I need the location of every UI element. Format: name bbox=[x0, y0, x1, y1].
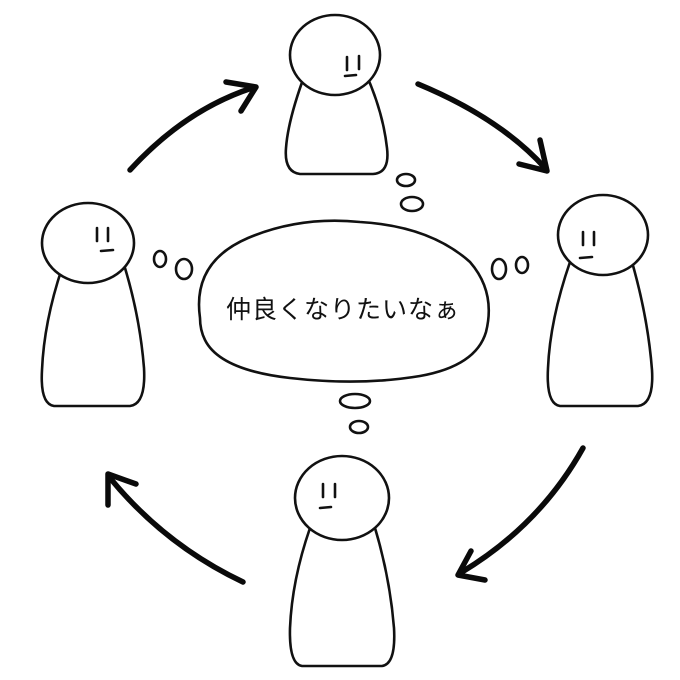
figure-top bbox=[284, 13, 389, 176]
figure-right bbox=[546, 193, 654, 408]
arrow-left-to-top bbox=[127, 79, 259, 173]
thought-trail-right bbox=[490, 255, 530, 281]
figure-bottom bbox=[288, 454, 396, 668]
thought-trail-top bbox=[395, 172, 425, 213]
thought-text: 仲良くなりたいなぁ bbox=[226, 295, 460, 324]
thought-trail-left bbox=[152, 249, 194, 281]
thought-trail-bottom bbox=[338, 392, 372, 435]
arrow-top-to-right bbox=[415, 81, 550, 174]
arrow-right-to-bottom bbox=[455, 445, 586, 583]
arrow-bottom-to-left bbox=[105, 471, 246, 585]
figure-left bbox=[40, 201, 146, 408]
central-thought-bubble: 仲良くなりたいなぁ bbox=[197, 219, 490, 383]
